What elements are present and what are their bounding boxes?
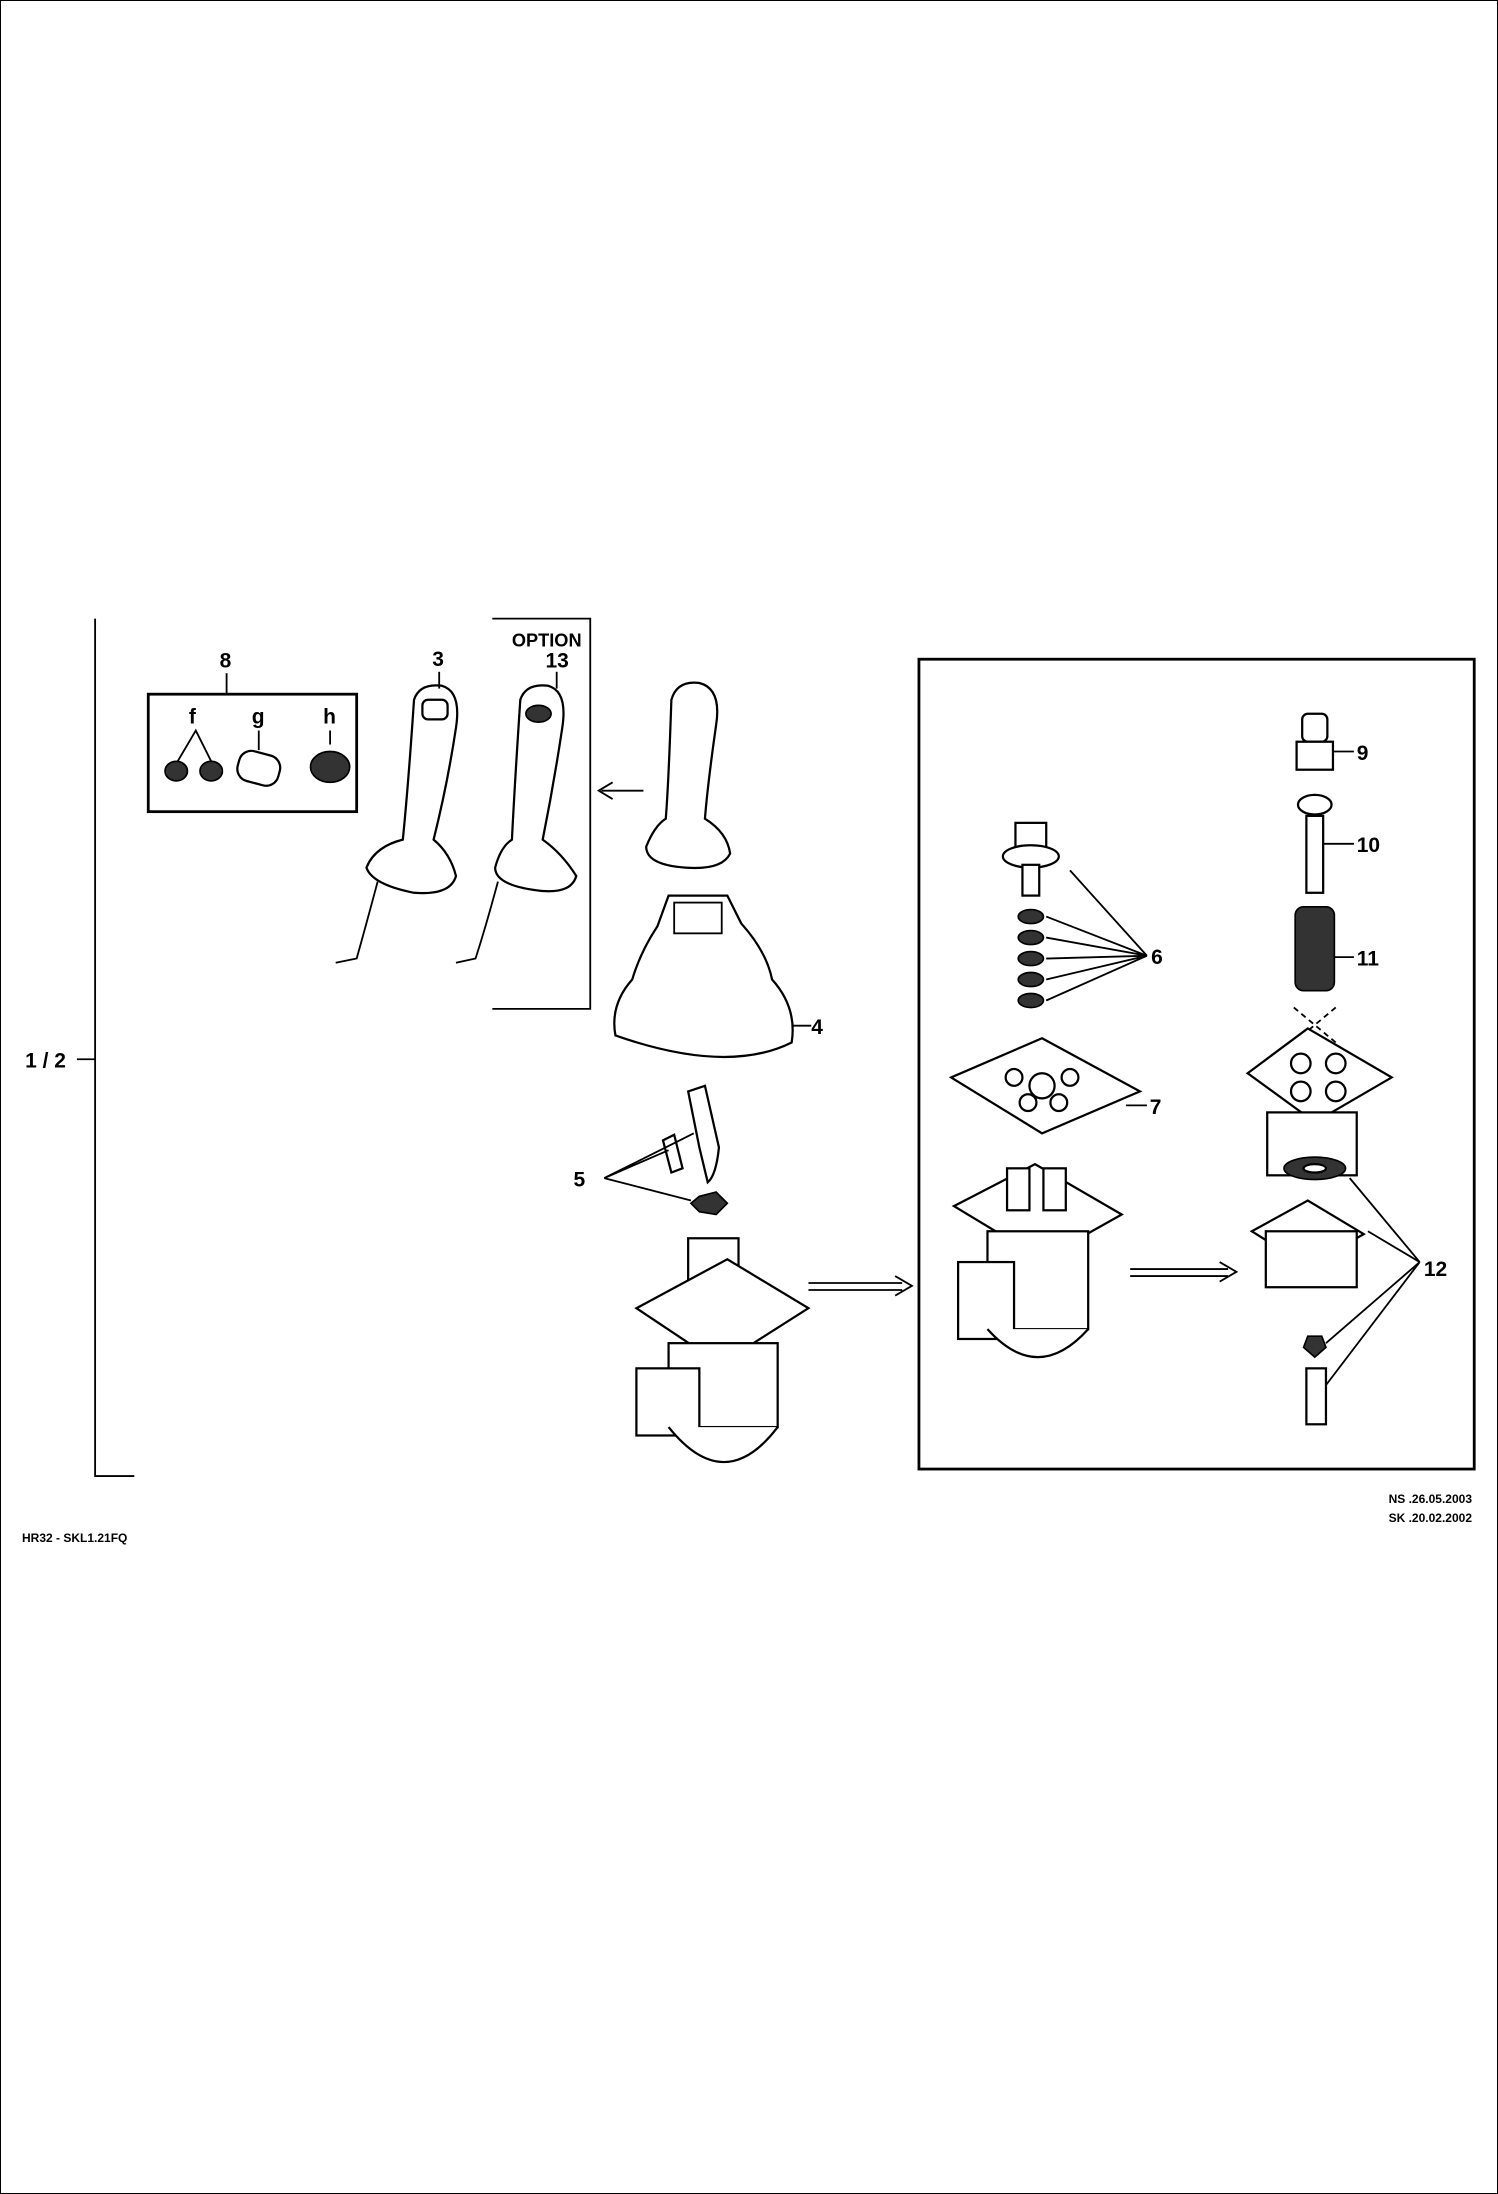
callout-8: 8	[220, 650, 232, 673]
callout-10: 10	[1357, 834, 1380, 857]
spool-10	[1296, 793, 1354, 894]
valve-body	[951, 1162, 1125, 1359]
callout-g: g	[252, 706, 265, 729]
callout-f: f	[189, 706, 197, 729]
arrow-right-2	[1130, 1261, 1239, 1283]
footer-right-ns: NS .26.05.2003	[1388, 1492, 1472, 1506]
option-bracket	[492, 617, 592, 1010]
callout-4: 4	[811, 1016, 823, 1039]
callout-6: 6	[1151, 946, 1163, 969]
leader-line-f	[176, 728, 213, 762]
option-label: OPTION	[512, 631, 582, 651]
pilot-valve-assembly	[634, 1237, 811, 1463]
arrow-right-1	[808, 1275, 914, 1297]
joystick-handle-13	[455, 684, 578, 964]
detail-box	[917, 657, 1476, 1471]
joystick-handle-3	[335, 684, 459, 964]
callout-11: 11	[1357, 948, 1380, 971]
button-cap-f2	[199, 760, 224, 782]
gasket-7	[948, 1037, 1147, 1135]
plunger-9	[1295, 712, 1354, 771]
kit-box-8	[146, 692, 359, 814]
button-cap-g	[236, 749, 282, 787]
seal-kit-12	[1249, 1156, 1421, 1426]
spring-11	[1294, 905, 1354, 992]
callout-5: 5	[573, 1169, 585, 1192]
callout-9: 9	[1357, 742, 1369, 765]
footer-right-sk: SK .20.02.2002	[1388, 1511, 1472, 1525]
footer-left: HR32 - SKL1.21FQ	[22, 1531, 128, 1545]
page-ref-label: 1 / 2	[25, 1050, 66, 1073]
arrow-left	[596, 781, 644, 800]
callout-3: 3	[432, 648, 444, 671]
callout-12: 12	[1424, 1258, 1447, 1281]
lever-parts-5	[603, 1084, 729, 1216]
footer-right: NS .26.05.2003 SK .20.02.2002	[1389, 1490, 1472, 1528]
callout-13: 13	[545, 650, 568, 673]
callout-7: 7	[1150, 1096, 1162, 1119]
page-bracket	[76, 618, 135, 1477]
rubber-boot-4	[613, 894, 794, 1059]
button-cap-h	[309, 750, 351, 784]
boot-top-collar	[673, 901, 723, 935]
callout-h: h	[323, 706, 336, 729]
valve-housing-upper	[1245, 1027, 1394, 1177]
joystick-handle	[645, 681, 732, 870]
seal-set-6	[1001, 821, 1148, 1009]
button-cap-f1	[164, 760, 189, 782]
